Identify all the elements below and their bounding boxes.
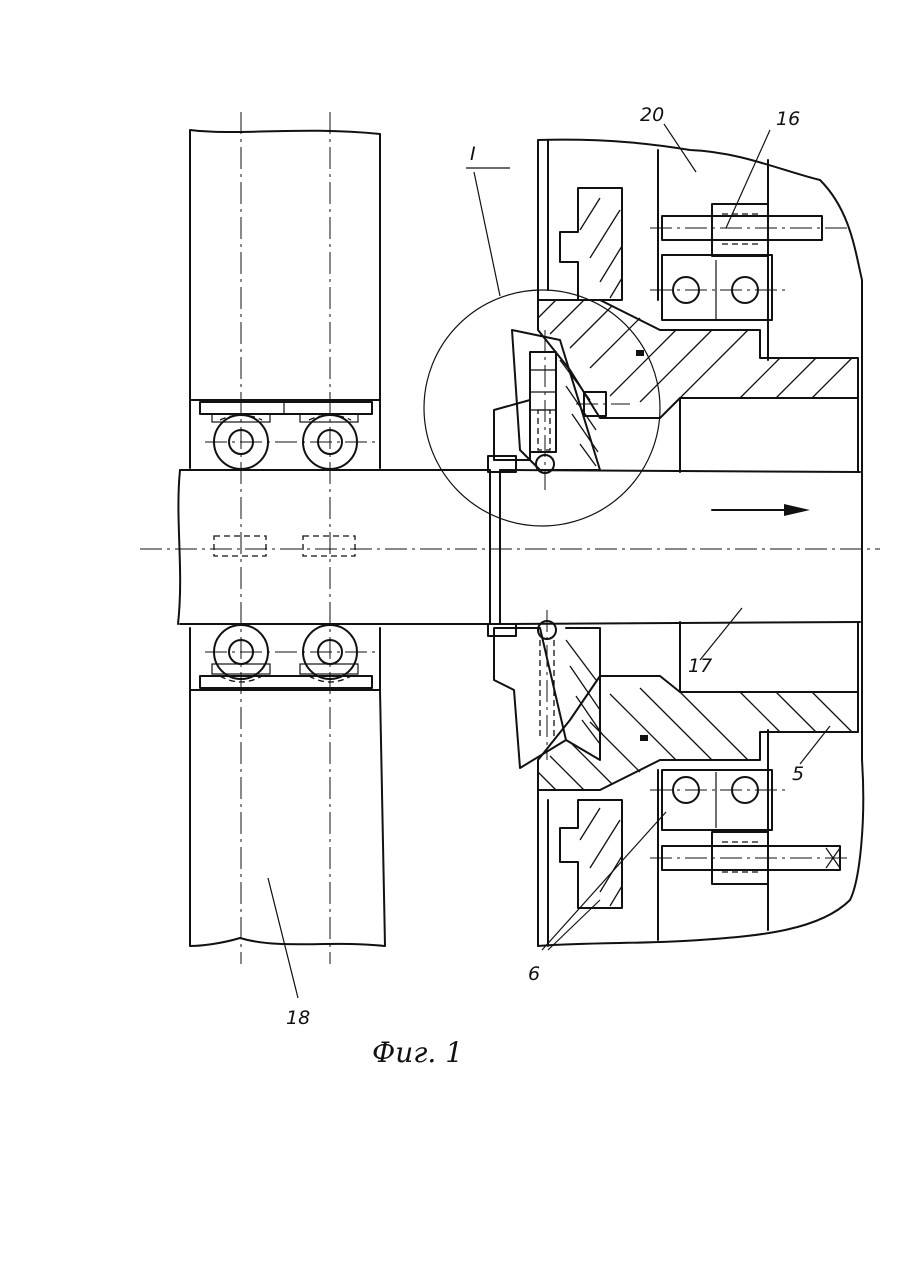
detail-circle-I bbox=[424, 290, 660, 526]
label-20: 20 bbox=[640, 104, 664, 126]
section-mark-I: I bbox=[470, 143, 476, 165]
label-18: 18 bbox=[286, 1007, 310, 1029]
stand-lower-body bbox=[190, 690, 385, 946]
figure-caption: Фиг. 1 bbox=[372, 1036, 463, 1069]
label-6: 6 bbox=[528, 963, 540, 985]
upper-bearing-block bbox=[662, 255, 772, 320]
workpiece-bar bbox=[140, 470, 880, 624]
stand-upper-body bbox=[190, 130, 380, 400]
label-5: 5 bbox=[792, 763, 804, 785]
housing-outline bbox=[538, 140, 863, 946]
cutter-assembly bbox=[424, 168, 660, 768]
upper-carriage-bar bbox=[200, 402, 372, 414]
label-17: 17 bbox=[688, 655, 712, 677]
roller-stand-18 bbox=[190, 112, 385, 964]
rotary-head bbox=[538, 140, 863, 946]
upper-spindle-hub bbox=[538, 300, 858, 418]
label-16: 16 bbox=[776, 108, 800, 130]
gear-16 bbox=[712, 204, 768, 256]
feed-direction-arrow bbox=[712, 504, 810, 516]
lower-carriage-bar bbox=[200, 676, 372, 688]
lower-spindle-hub bbox=[538, 676, 858, 790]
